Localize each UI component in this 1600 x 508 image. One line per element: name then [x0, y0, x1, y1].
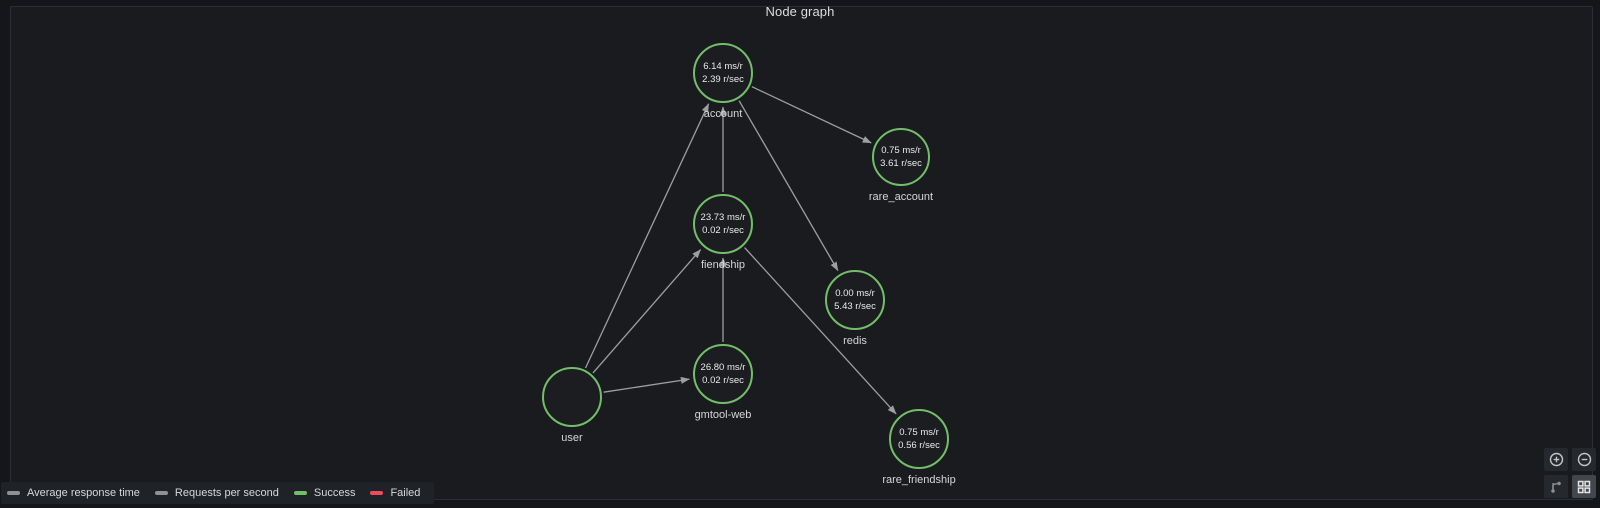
node-stat: 3.61 r/sec — [880, 158, 922, 169]
zoom-out-icon — [1577, 452, 1591, 467]
edge-user-to-fiendship — [592, 249, 702, 374]
node-label-gmtool-web: gmtool-web — [694, 409, 752, 421]
zoom-out-button[interactable] — [1572, 448, 1596, 471]
zoom-in-icon — [1549, 452, 1563, 467]
legend: Average response time Requests per second… — [1, 482, 435, 504]
node-stat: 5.43 r/sec — [834, 301, 876, 312]
edge-fiendship-to-rare_friendship — [744, 247, 897, 415]
legend-item: Average response time — [7, 487, 140, 499]
legend-swatch-icon — [7, 491, 20, 495]
hierarchical-layout-button[interactable] — [1544, 475, 1568, 498]
edge-account-to-rare_account — [751, 86, 872, 144]
legend-swatch-icon — [370, 491, 384, 495]
edge-user-to-gmtool-web — [603, 376, 690, 393]
legend-swatch-icon — [154, 491, 168, 495]
node-stat: 23.73 ms/r — [700, 212, 746, 223]
edge-user-to-account — [584, 103, 710, 369]
legend-label: Average response time — [27, 487, 140, 499]
node-label-fiendship: fiendship — [700, 259, 746, 271]
legend-label: Failed — [390, 487, 421, 499]
edge-account-to-redis — [738, 100, 839, 272]
legend-item: Failed — [370, 487, 420, 499]
node-label-rare_friendship: rare_friendship — [882, 474, 956, 486]
graph-controls — [1544, 448, 1596, 498]
node-user[interactable] — [542, 367, 602, 427]
node-stat: 6.14 ms/r — [703, 61, 743, 72]
page-title[interactable]: Node graph — [765, 4, 835, 19]
node-stat: 26.80 ms/r — [700, 362, 746, 373]
node-stat: 0.75 ms/r — [899, 427, 939, 438]
node-label-account: account — [703, 108, 743, 120]
node-label-user: user — [561, 432, 583, 444]
legend-label: Requests per second — [174, 487, 279, 499]
node-redis[interactable]: 0.00 ms/r 5.43 r/sec — [825, 270, 885, 330]
node-stat: 0.02 r/sec — [702, 225, 744, 236]
node-graph-panel — [10, 6, 1593, 500]
node-account[interactable]: 6.14 ms/r 2.39 r/sec — [693, 43, 753, 103]
grid-layout-button[interactable] — [1572, 475, 1596, 498]
legend-item: Requests per second — [154, 487, 279, 499]
node-rare_account[interactable]: 0.75 ms/r 3.61 r/sec — [872, 128, 930, 186]
node-label-redis: redis — [843, 335, 867, 347]
legend-swatch-icon — [293, 491, 307, 495]
node-fiendship[interactable]: 23.73 ms/r 0.02 r/sec — [693, 194, 753, 254]
node-stat: 2.39 r/sec — [702, 74, 744, 85]
node-rare_friendship[interactable]: 0.75 ms/r 0.56 r/sec — [889, 409, 949, 469]
zoom-in-button[interactable] — [1544, 448, 1568, 471]
node-stat: 0.75 ms/r — [881, 145, 921, 156]
hierarchical-layout-icon — [1551, 481, 1561, 493]
node-label-rare_account: rare_account — [868, 191, 934, 203]
node-stat: 0.56 r/sec — [898, 440, 940, 451]
legend-item: Success — [293, 487, 356, 499]
node-stat: 0.00 ms/r — [835, 288, 875, 299]
node-gmtool-web[interactable]: 26.80 ms/r 0.02 r/sec — [693, 344, 753, 404]
node-stat: 0.02 r/sec — [702, 375, 744, 386]
grid-layout-icon — [1577, 480, 1591, 493]
legend-label: Success — [313, 487, 356, 499]
